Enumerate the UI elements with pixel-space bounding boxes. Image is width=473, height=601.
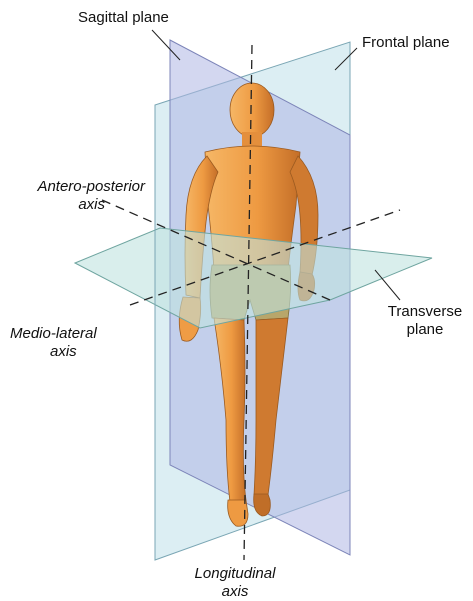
transverse-line2: plane — [380, 321, 470, 339]
transverse-plane-label: Transverse plane — [380, 303, 470, 339]
medio-lateral-axis-label: Medio-lateral axis — [10, 325, 130, 361]
antero-posterior-line2: axis — [10, 196, 145, 214]
medio-lateral-line2: axis — [10, 343, 130, 361]
sagittal-plane-label: Sagittal plane — [78, 9, 169, 27]
transverse-plane — [75, 228, 432, 328]
head — [230, 83, 274, 137]
longitudinal-line1: Longitudinal — [180, 565, 290, 583]
transverse-line1: Transverse — [380, 303, 470, 321]
antero-posterior-axis-label: Antero-posterior axis — [10, 178, 145, 214]
longitudinal-line2: axis — [180, 583, 290, 601]
medio-lateral-line1: Medio-lateral — [10, 325, 130, 343]
antero-posterior-line1: Antero-posterior — [10, 178, 145, 196]
frontal-plane-label: Frontal plane — [362, 34, 450, 52]
longitudinal-axis-label: Longitudinal axis — [180, 565, 290, 601]
